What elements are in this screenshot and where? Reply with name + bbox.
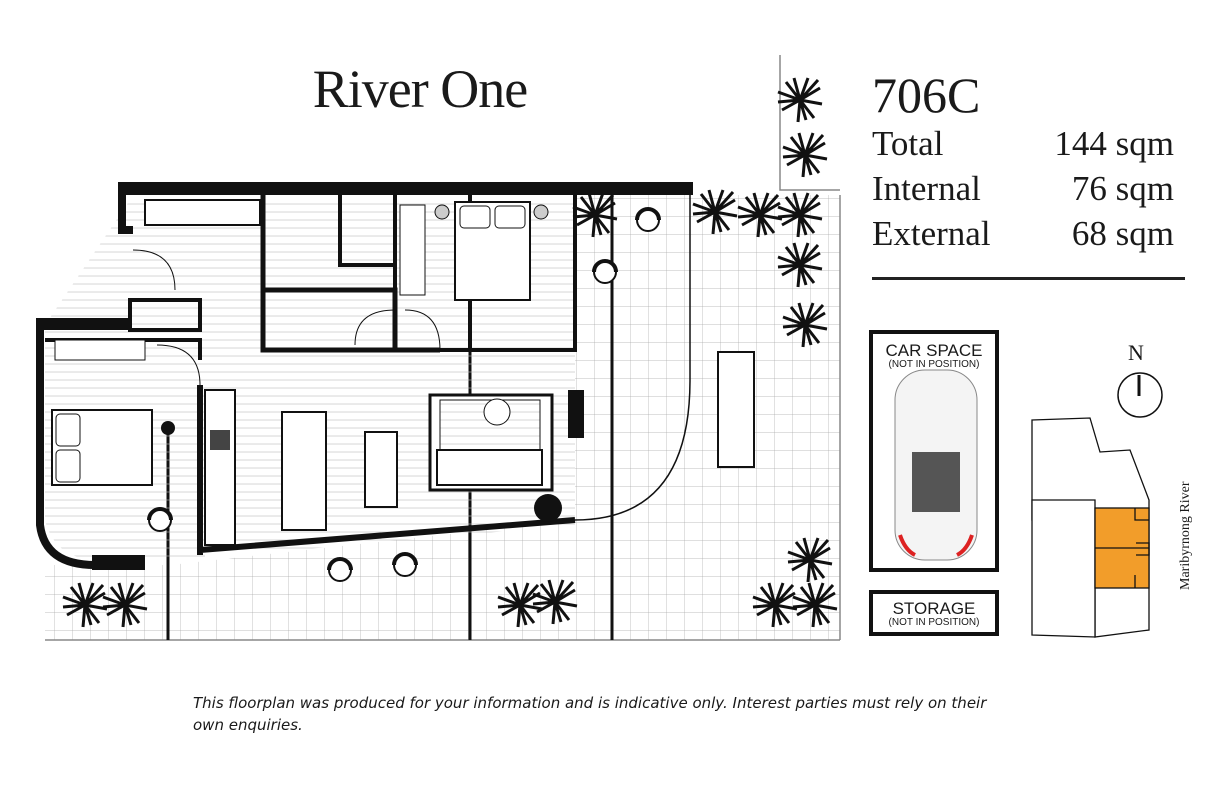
car-space-note: (NOT IN POSITION) xyxy=(888,359,980,370)
site-plan xyxy=(1031,417,1150,638)
area-row-total: Total 144 sqm xyxy=(872,124,1174,164)
area-label: External xyxy=(872,214,991,253)
area-label: Internal xyxy=(872,169,981,208)
unit-number: 706C xyxy=(872,67,981,123)
car-space-label: CAR SPACE xyxy=(885,341,983,360)
storage-note: (NOT IN POSITION) xyxy=(888,617,980,628)
area-row-external: External 68 sqm xyxy=(872,214,1174,254)
compass-label: N xyxy=(1128,340,1144,365)
storage-box: STORAGE (NOT IN POSITION) xyxy=(869,590,999,636)
area-value: 144 sqm xyxy=(1054,124,1174,163)
area-value: 76 sqm xyxy=(1071,169,1174,208)
car-space-box: CAR SPACE (NOT IN POSITION) xyxy=(869,330,999,572)
bedroom-furniture xyxy=(51,201,549,486)
divider xyxy=(872,277,1185,280)
river-label: Maribyrnong River xyxy=(1178,481,1193,590)
storage-label: STORAGE xyxy=(892,599,976,618)
area-value: 68 sqm xyxy=(1071,214,1174,253)
page-title: River One xyxy=(312,59,528,119)
disclaimer: This floorplan was produced for your inf… xyxy=(193,694,987,734)
area-label: Total xyxy=(872,124,944,163)
compass-icon xyxy=(1117,372,1163,418)
car-icon xyxy=(894,369,978,561)
living-furniture xyxy=(147,207,755,583)
area-row-internal: Internal 76 sqm xyxy=(872,169,1174,209)
